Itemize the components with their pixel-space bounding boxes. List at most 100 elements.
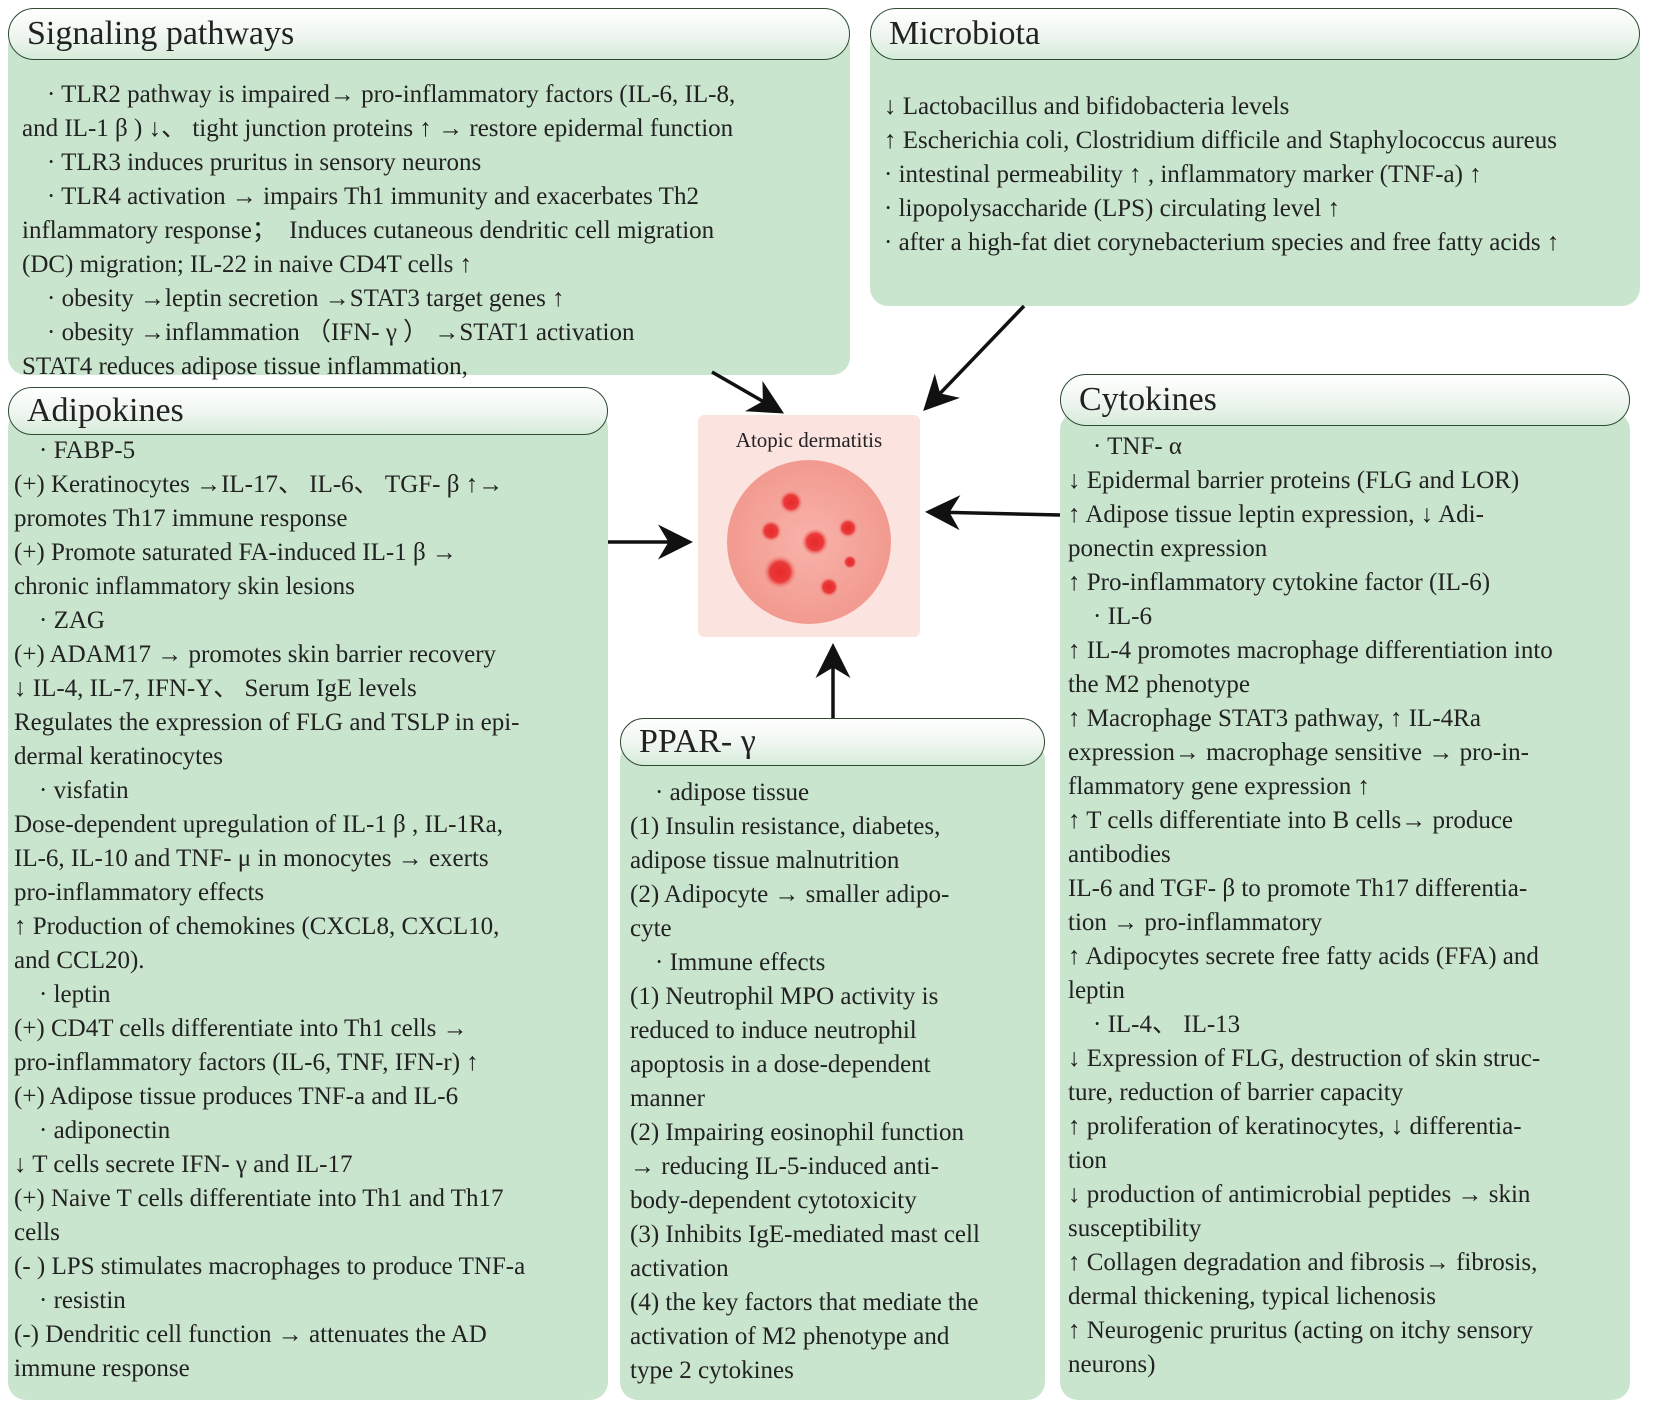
adipokines-line: ↓ T cells secrete IFN- γ and IL-17 — [14, 1151, 353, 1178]
signaling-line: · TLR4 activation → impairs Th1 immunity… — [22, 183, 699, 210]
lesion-dot — [763, 555, 797, 589]
cytokines-line: ↓ Expression of FLG, destruction of skin… — [1068, 1045, 1541, 1072]
signaling-panel — [8, 28, 850, 375]
adipokines-line: Dose-dependent upregulation of IL-1 β , … — [14, 811, 503, 838]
skin-lesion-icon — [727, 460, 891, 624]
cytokines-line: ↑ Neurogenic pruritus (acting on itchy s… — [1068, 1317, 1534, 1344]
adipokines-lines: · FABP-5 (+) Keratinocytes →IL-17、 IL-6、… — [14, 434, 604, 1386]
adipokines-line: cells — [14, 1219, 60, 1246]
microbiota-line: · lipopolysaccharide (LPS) circulating l… — [884, 195, 1341, 222]
adipokines-line: (+) Keratinocytes →IL-17、 IL-6、 TGF- β ↑… — [14, 471, 504, 498]
adipokines-line: (-) Dendritic cell function → attenuates… — [14, 1321, 487, 1348]
ppar-panel — [620, 742, 1045, 1400]
ppar-lines: · adipose tissue (1) Insulin resistance,… — [630, 776, 1040, 1388]
cytokines-panel — [1060, 412, 1630, 1400]
cytokines-lines: · TNF- α ↓ Epidermal barrier proteins (F… — [1068, 430, 1628, 1382]
adipokines-line: (- ) LPS stimulates macrophages to produ… — [14, 1253, 526, 1280]
adipokines-line: dermal keratinocytes — [14, 743, 223, 770]
signaling-line: · TLR3 induces pruritus in sensory neuro… — [22, 149, 482, 176]
cytokines-line: expression→ macrophage sensitive → pro-i… — [1068, 739, 1529, 766]
cytokines-line: · TNF- α — [1068, 433, 1183, 460]
adipokines-line: (+) ADAM17 → promotes skin barrier recov… — [14, 641, 497, 668]
arrow-cytokines-to-ad — [925, 495, 1061, 531]
cytokines-line: ↑ Pro-inflammatory cytokine factor (IL-6… — [1068, 569, 1491, 596]
cytokines-line: ↓ Epidermal barrier proteins (FLG and LO… — [1068, 467, 1520, 494]
ppar-line: reduced to induce neutrophil — [630, 1017, 917, 1044]
lesion-dot — [838, 518, 858, 538]
signaling-line: · obesity →inflammation （IFN- γ ） →STAT1… — [22, 319, 635, 346]
adipokines-line: · FABP-5 — [14, 437, 136, 464]
adipokines-line: immune response — [14, 1355, 190, 1382]
adipokines-line: (+) Adipose tissue produces TNF-a and IL… — [14, 1083, 459, 1110]
ppar-line: (3) Inhibits IgE-mediated mast cell — [630, 1221, 980, 1248]
lesion-dot — [819, 577, 839, 597]
cytokines-line: ↑ Adipocytes secrete free fatty acids (F… — [1068, 943, 1539, 970]
cytokines-line: antibodies — [1068, 841, 1171, 868]
microbiota-line: · after a high-fat diet corynebacterium … — [884, 229, 1560, 256]
signaling-line: and IL-1 β ) ↓、 tight junction proteins … — [22, 115, 734, 142]
cytokines-line: ↑ IL-4 promotes macrophage differentiati… — [1068, 637, 1553, 664]
lesion-dot — [843, 555, 857, 569]
atopic-dermatitis-box: Atopic dermatitis — [698, 415, 920, 637]
cytokines-line: ↑ Macrophage STAT3 pathway, ↑ IL-4Ra — [1068, 705, 1481, 732]
adipokines-line: pro-inflammatory factors (IL-6, TNF, IFN… — [14, 1049, 479, 1076]
cytokines-line: susceptibility — [1068, 1215, 1202, 1242]
adipokines-line: IL-6, IL-10 and TNF- μ in monocytes → ex… — [14, 845, 489, 872]
ppar-line: → reducing IL-5-induced anti- — [630, 1153, 939, 1180]
cytokines-line: dermal thickening, typical lichenosis — [1068, 1283, 1436, 1310]
cytokines-header: Cytokines — [1060, 374, 1630, 426]
cytokines-line: · IL-4、 IL-13 — [1068, 1011, 1241, 1038]
ppar-line: · adipose tissue — [630, 779, 810, 806]
ppar-line: (4) the key factors that mediate the — [630, 1289, 979, 1316]
adipokines-line: and CCL20). — [14, 947, 145, 974]
ppar-line: adipose tissue malnutrition — [630, 847, 900, 874]
lesion-dot — [801, 528, 829, 556]
signaling-line: STAT4 reduces adipose tissue inflammatio… — [22, 353, 468, 380]
cytokines-line: ponectin expression — [1068, 535, 1268, 562]
adipokines-header: Adipokines — [8, 387, 608, 435]
ppar-line: activation — [630, 1255, 729, 1282]
signaling-line: (DC) migration; IL-22 in naive CD4T cell… — [22, 251, 473, 278]
cytokines-line: ture, reduction of barrier capacity — [1068, 1079, 1404, 1106]
signaling-header: Signaling pathways — [8, 8, 850, 60]
arrow-microbiota-to-ad — [923, 304, 1026, 412]
cytokines-line: flammatory gene expression ↑ — [1068, 773, 1370, 800]
signaling-line: · TLR2 pathway is impaired→ pro-inflamma… — [22, 81, 736, 108]
microbiota-line: ↓ Lactobacillus and bifidobacteria level… — [884, 93, 1290, 120]
ppar-line: type 2 cytokines — [630, 1357, 794, 1384]
ppar-line: (1) Insulin resistance, diabetes, — [630, 813, 941, 840]
adipokines-line: promotes Th17 immune response — [14, 505, 348, 532]
ppar-line: manner — [630, 1085, 705, 1112]
cytokines-line: · IL-6 — [1068, 603, 1152, 630]
microbiota-line: ↑ Escherichia coli, Clostridium difficil… — [884, 127, 1557, 154]
microbiota-panel — [870, 28, 1640, 306]
adipokines-line: ↓ IL-4, IL-7, IFN-Y、 Serum IgE levels — [14, 675, 417, 702]
adipokines-line: pro-inflammatory effects — [14, 879, 265, 906]
adipokines-line: (+) CD4T cells differentiate into Th1 ce… — [14, 1015, 468, 1042]
ppar-line: apoptosis in a dose-dependent — [630, 1051, 931, 1078]
ppar-line: activation of M2 phenotype and — [630, 1323, 950, 1350]
ppar-line: (2) Impairing eosinophil function — [630, 1119, 964, 1146]
adipokines-line: (+) Naive T cells differentiate into Th1… — [14, 1185, 504, 1212]
signaling-lines: · TLR2 pathway is impaired→ pro-inflamma… — [22, 78, 842, 384]
adipokines-line: ↑ Production of chemokines (CXCL8, CXCL1… — [14, 913, 500, 940]
ppar-header: PPAR- γ — [620, 718, 1045, 766]
signaling-line: inflammatory response； Induces cutaneous… — [22, 217, 715, 244]
adipokines-line: Regulates the expression of FLG and TSLP… — [14, 709, 520, 736]
atopic-dermatitis-title: Atopic dermatitis — [735, 428, 883, 452]
adipokines-line: · leptin — [14, 981, 111, 1008]
microbiota-lines: ↓ Lactobacillus and bifidobacteria level… — [884, 90, 1639, 260]
adipokines-line: · adiponectin — [14, 1117, 171, 1144]
ppar-line: (2) Adipocyte → smaller adipo- — [630, 881, 950, 908]
adipokines-line: (+) Promote saturated FA-induced IL-1 β … — [14, 539, 457, 566]
ppar-line: · Immune effects — [630, 949, 826, 976]
cytokines-line: ↑ Adipose tissue leptin expression, ↓ Ad… — [1068, 501, 1484, 528]
cytokines-line: tion → pro-inflammatory — [1068, 909, 1323, 936]
lesion-dot — [779, 490, 803, 514]
cytokines-line: neurons) — [1068, 1351, 1156, 1378]
cytokines-line: ↑ proliferation of keratinocytes, ↓ diff… — [1068, 1113, 1522, 1140]
signaling-line: · obesity →leptin secretion →STAT3 targe… — [22, 285, 565, 312]
lesion-dot — [760, 520, 782, 542]
cytokines-line: ↓ production of antimicrobial peptides →… — [1068, 1181, 1531, 1208]
ppar-line: (1) Neutrophil MPO activity is — [630, 983, 939, 1010]
